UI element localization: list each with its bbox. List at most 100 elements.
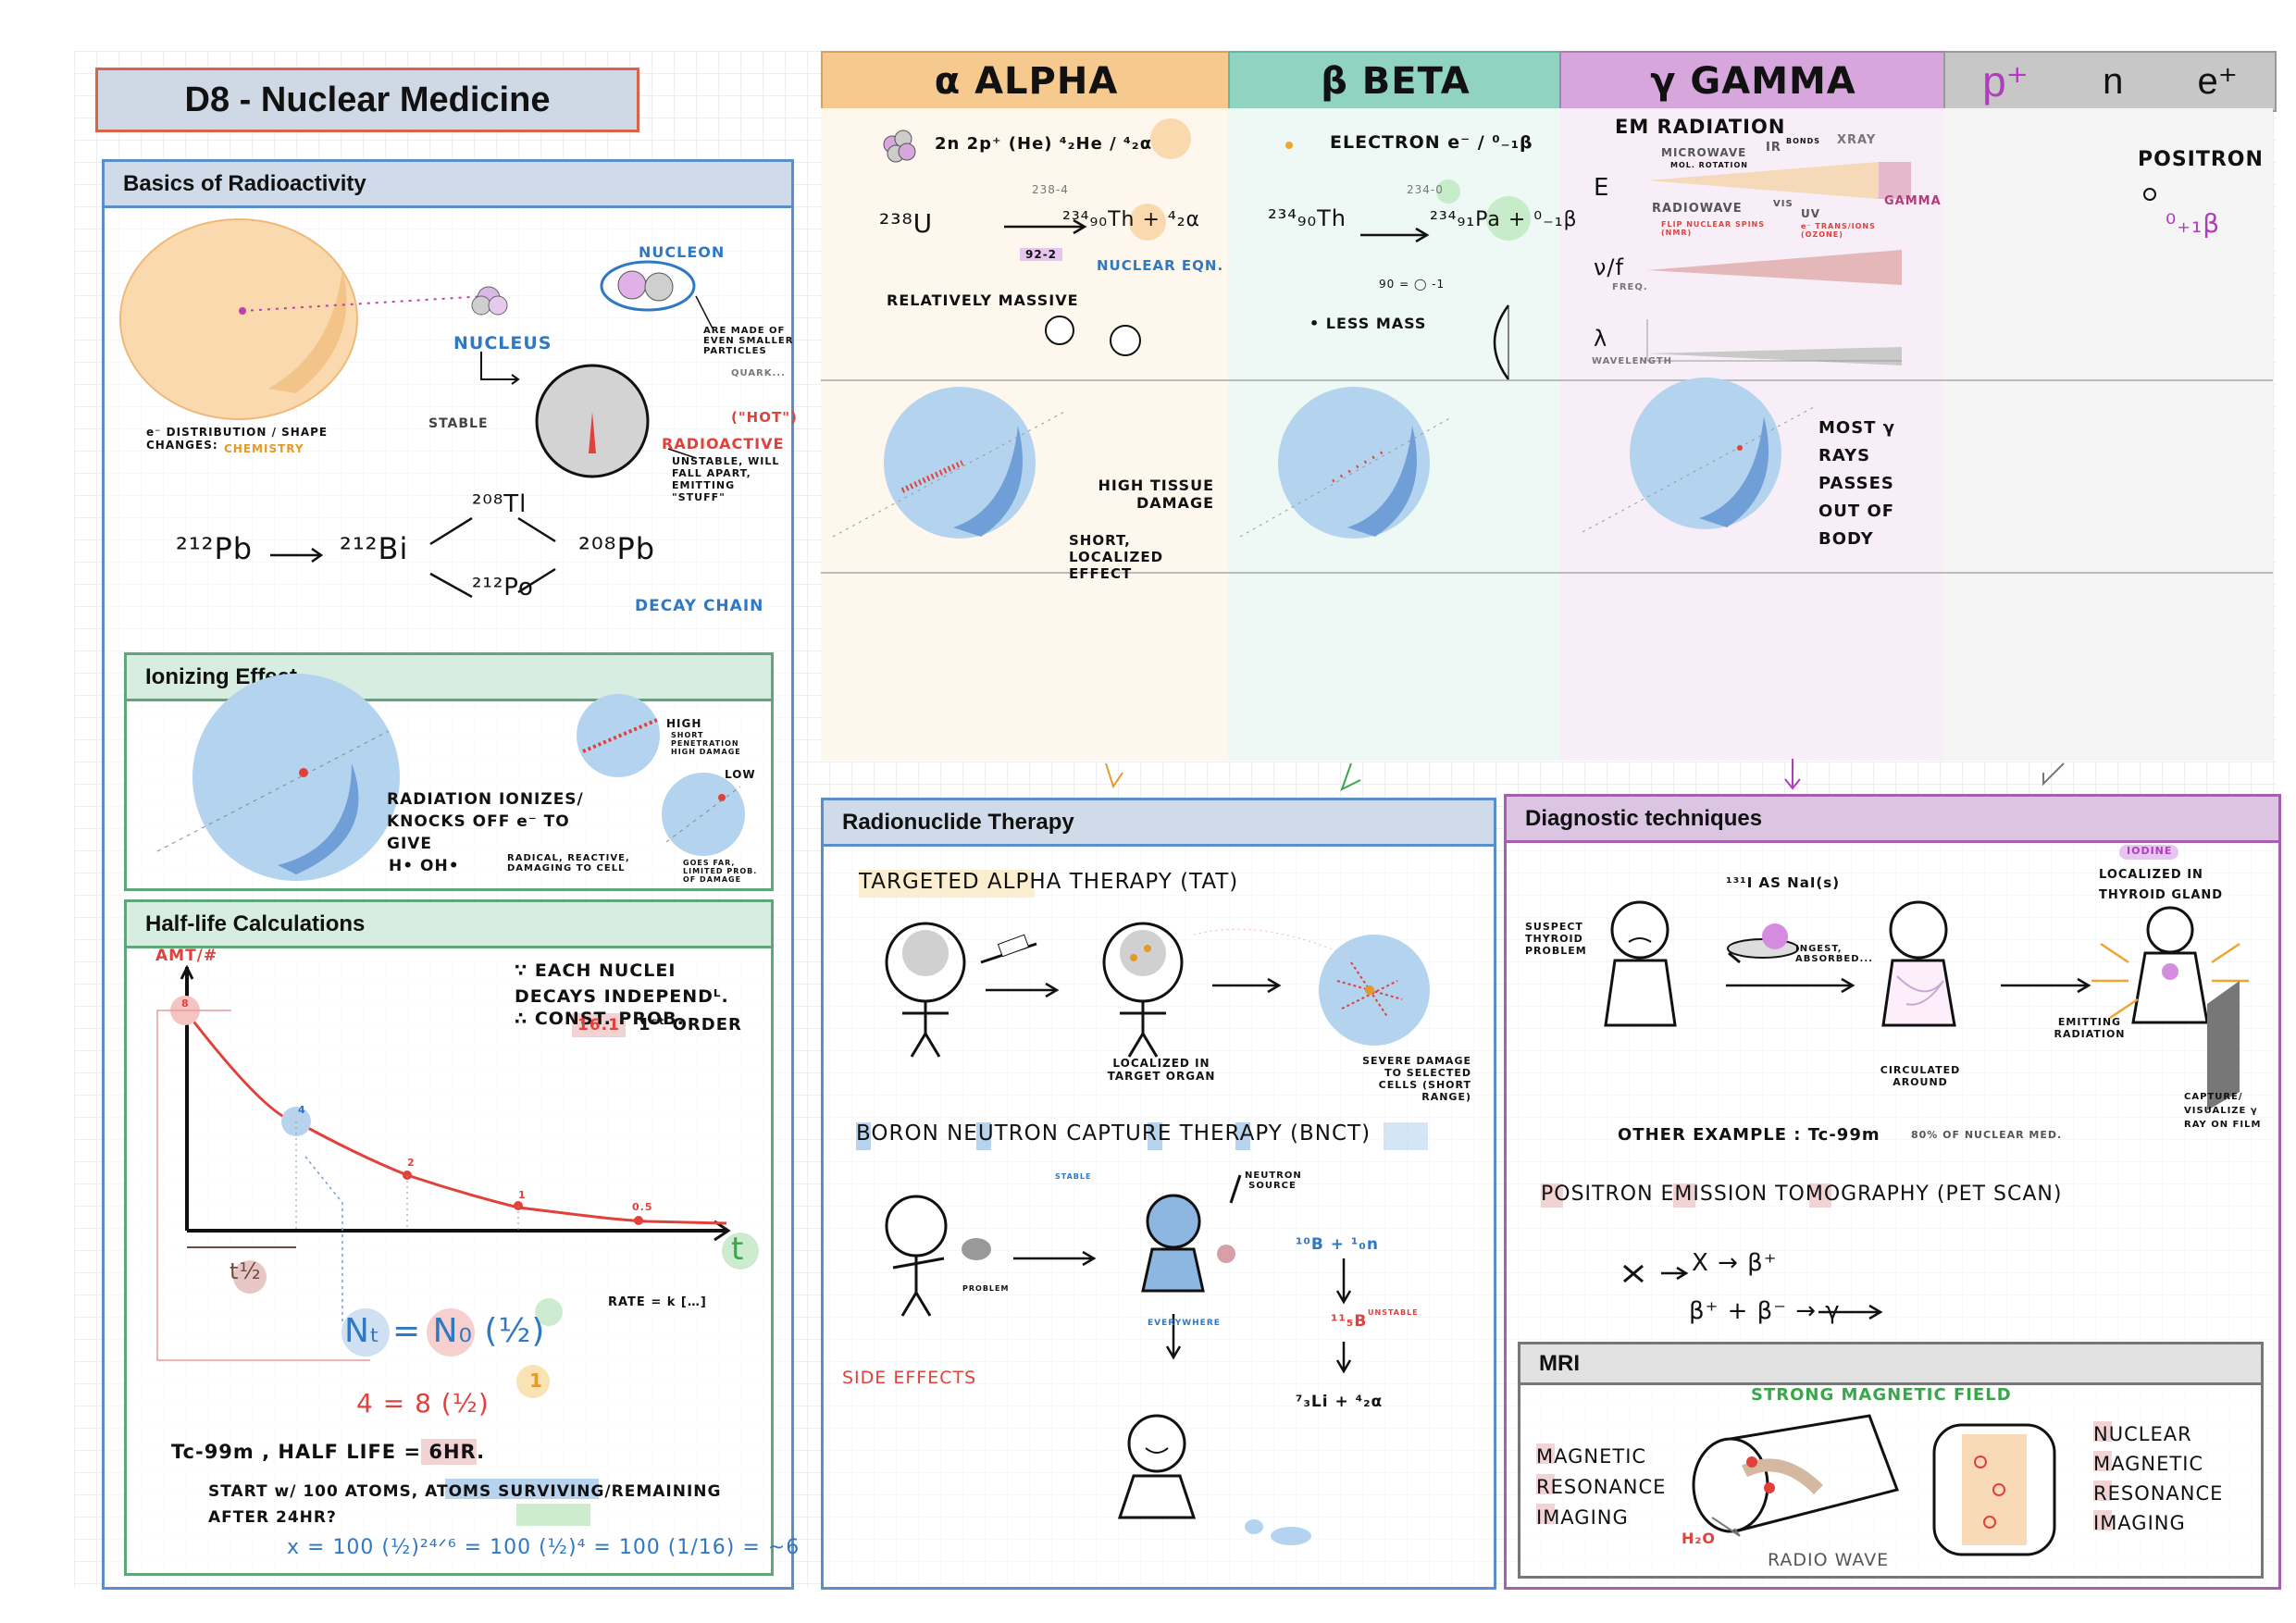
iodine-badge: IODINE	[2127, 845, 2173, 857]
gamma-microwave: MICROWAVE	[1661, 146, 1747, 159]
positron-notation: ⁰₊₁β	[2166, 208, 2221, 239]
gamma-pass: MOST γ RAYS PASSES OUT OF BODY	[1818, 418, 1895, 549]
halflife-example-exp: 1	[529, 1369, 543, 1392]
gamma-bonds: BONDS	[1786, 137, 1820, 145]
alpha-eq-right: ²³⁴₉₀Th + ⁴₂α	[1062, 208, 1201, 231]
positron-label: POSITRON	[2138, 148, 2264, 171]
radio-wave-label: RADIO WAVE	[1768, 1550, 1890, 1570]
gamma-mol: MOL. ROTATION	[1670, 161, 1748, 169]
nucleus-label: NUCLEUS	[453, 333, 552, 353]
severe-label: SEVERE DAMAGE TO SELECTED CELLS (SHORT R…	[1362, 1055, 1471, 1103]
alpha-eq-bottom: 92-2	[1020, 248, 1063, 261]
column-alpha-header: α ALPHA	[821, 51, 1232, 112]
side-effects-label: SIDE EFFECTS	[842, 1368, 977, 1388]
emitting-label: EMITTING RADIATION	[2054, 1016, 2126, 1040]
iodine-dose-label: ¹³¹I AS NaI(s)	[1726, 874, 1841, 891]
alpha-massive: RELATIVELY MASSIVE	[887, 291, 1079, 309]
high-label: HIGH	[666, 717, 702, 730]
pt-4: 4	[298, 1104, 306, 1116]
gamma-etrans: e⁻ TRANS/IONS (OZONE)	[1801, 222, 1876, 239]
neutron-symbol: n	[2103, 60, 2124, 102]
halflife-p3: 16.1	[577, 1016, 620, 1035]
made-of-label: ARE MADE OF EVEN SMALLER PARTICLES	[703, 326, 794, 356]
gamma-xray: XRAY	[1837, 133, 1877, 147]
suspect-label: SUSPECT THYROID PROBLEM	[1525, 921, 1587, 957]
row-divider-2	[821, 572, 2273, 574]
pt-05: 0.5	[632, 1201, 653, 1213]
column-other-header: p⁺ n e⁺	[1943, 51, 2277, 112]
low-sub: GOES FAR, LIMITED PROB. OF DAMAGE	[683, 859, 758, 884]
pt-2: 2	[407, 1157, 416, 1169]
alpha-eq-left: ²³⁸U	[879, 208, 934, 239]
section-heading-ionizing: Ionizing Effect	[127, 655, 771, 701]
gamma-freq-sub: FREQ.	[1612, 282, 1648, 292]
beta-less-mass: • LESS MASS	[1309, 315, 1427, 332]
mri-full-label: MAGNETIC RESONANCE IMAGING	[1536, 1445, 1667, 1529]
bnct-label: BORON NEUTRON CAPTURE THERAPY (BNCT)	[856, 1121, 1371, 1146]
section-heading-diagnostic: Diagnostic techniques	[1507, 797, 2278, 843]
column-gamma-header: γ GAMMA	[1559, 51, 1947, 112]
chemistry-label: CHEMISTRY	[224, 442, 304, 455]
capture-label: CAPTURE/ VISUALIZE γ RAY ON FILM	[2184, 1092, 2262, 1130]
circulated-label: CIRCULATED AROUND	[1880, 1064, 1961, 1088]
ionizing-ions: H• OH•	[389, 857, 460, 875]
alpha-eq-top: 238-4	[1032, 183, 1069, 196]
localized-label: LOCALIZED IN TARGET ORGAN	[1107, 1057, 1216, 1083]
section-heading-basics: Basics of Radioactivity	[105, 162, 791, 208]
b11-label: ¹¹₅B	[1331, 1312, 1368, 1331]
e-dist-label: e⁻ DISTRIBUTION / SHAPE CHANGES:	[146, 426, 329, 452]
beta-electron: ELECTRON e⁻ / ⁰₋₁β	[1330, 132, 1533, 153]
start-label: START w/ 100 ATOMS, ATOMS SURVIVING/REMA…	[208, 1482, 722, 1527]
column-other	[1943, 108, 2273, 761]
unstable-b-label: UNSTABLE	[1368, 1308, 1419, 1317]
alpha-damage1: HIGH TISSUE DAMAGE	[1098, 477, 1214, 512]
radical-label: RADICAL, REACTIVE, DAMAGING TO CELL	[507, 853, 630, 873]
pb212: ²¹²Pb	[176, 531, 254, 566]
halflife-p1: ∵ EACH NUCLEI DECAYS INDEPENDᴸ.	[515, 960, 729, 1007]
section-heading-therapy: Radionuclide Therapy	[824, 800, 1494, 847]
bi212: ²¹²Bi	[340, 531, 409, 566]
half-label: t½	[230, 1258, 262, 1284]
gamma-lambda: λ	[1594, 326, 1608, 352]
gamma-freq: ν/f	[1594, 254, 1624, 280]
thyroid-localized-label: LOCALIZED IN THYROID GLAND	[2099, 868, 2224, 902]
positron-symbol: e⁺	[2197, 61, 2238, 102]
gamma-radiowave: RADIOWAVE	[1652, 202, 1743, 216]
problem-label: PROBLEM	[962, 1284, 1010, 1293]
rate-label: RATE = k […]	[608, 1295, 707, 1309]
gamma-ir: IR	[1766, 141, 1781, 155]
products-label: ⁷₃Li + ⁴₂α	[1296, 1393, 1384, 1411]
beta-eq-left: ²³⁴₉₀Th	[1268, 205, 1347, 231]
unstable-label: UNSTABLE, WILL FALL APART, EMITTING "STU…	[672, 455, 780, 503]
other-example-label: OTHER EXAMPLE : Tc-99m	[1618, 1125, 1880, 1145]
tat-label: TARGETED ALPHA THERAPY (TAT)	[859, 870, 1239, 894]
gamma-em: EM RADIATION	[1615, 116, 1786, 138]
halflife-eq: Nₜ = N₀ (½)	[344, 1312, 546, 1350]
section-heading-halflife: Half-life Calculations	[127, 902, 771, 948]
proton-symbol: p⁺	[1982, 57, 2029, 105]
gamma-label: GAMMA	[1884, 194, 1942, 208]
ingest-label: INGEST, ABSORBED...	[1795, 944, 1873, 964]
pt-1: 1	[518, 1189, 527, 1201]
panel-halflife: Half-life Calculations	[124, 899, 774, 1576]
neutron-source-label: NEUTRON SOURCE	[1245, 1171, 1302, 1191]
other-example-sub: 80% OF NUCLEAR MED.	[1911, 1129, 2063, 1141]
tl208: ²⁰⁸Tl	[472, 490, 527, 518]
po212: ²¹²Po	[472, 574, 534, 601]
decay-chain-label: DECAY CHAIN	[635, 597, 764, 615]
alpha-damage2: SHORT, LOCALIZED EFFECT	[1069, 532, 1164, 582]
page-title: D8 - Nuclear Medicine	[95, 68, 639, 132]
panel-mri: MRI	[1518, 1342, 2264, 1579]
gamma-flip: FLIP NUCLEAR SPINS (NMR)	[1661, 220, 1766, 237]
beta-eq-top: 234-0	[1407, 183, 1444, 196]
nucleon-label: NUCLEON	[639, 243, 726, 261]
nmr-full-label: NUCLEAR MAGNETIC RESONANCE IMAGING	[2093, 1423, 2224, 1534]
gamma-vis: VIS	[1773, 199, 1793, 209]
alpha-composition: 2n 2p⁺ (He) ⁴₂He / ⁴₂α	[935, 134, 1153, 154]
beta-eq-bottom: 90 = ◯ -1	[1379, 278, 1446, 291]
